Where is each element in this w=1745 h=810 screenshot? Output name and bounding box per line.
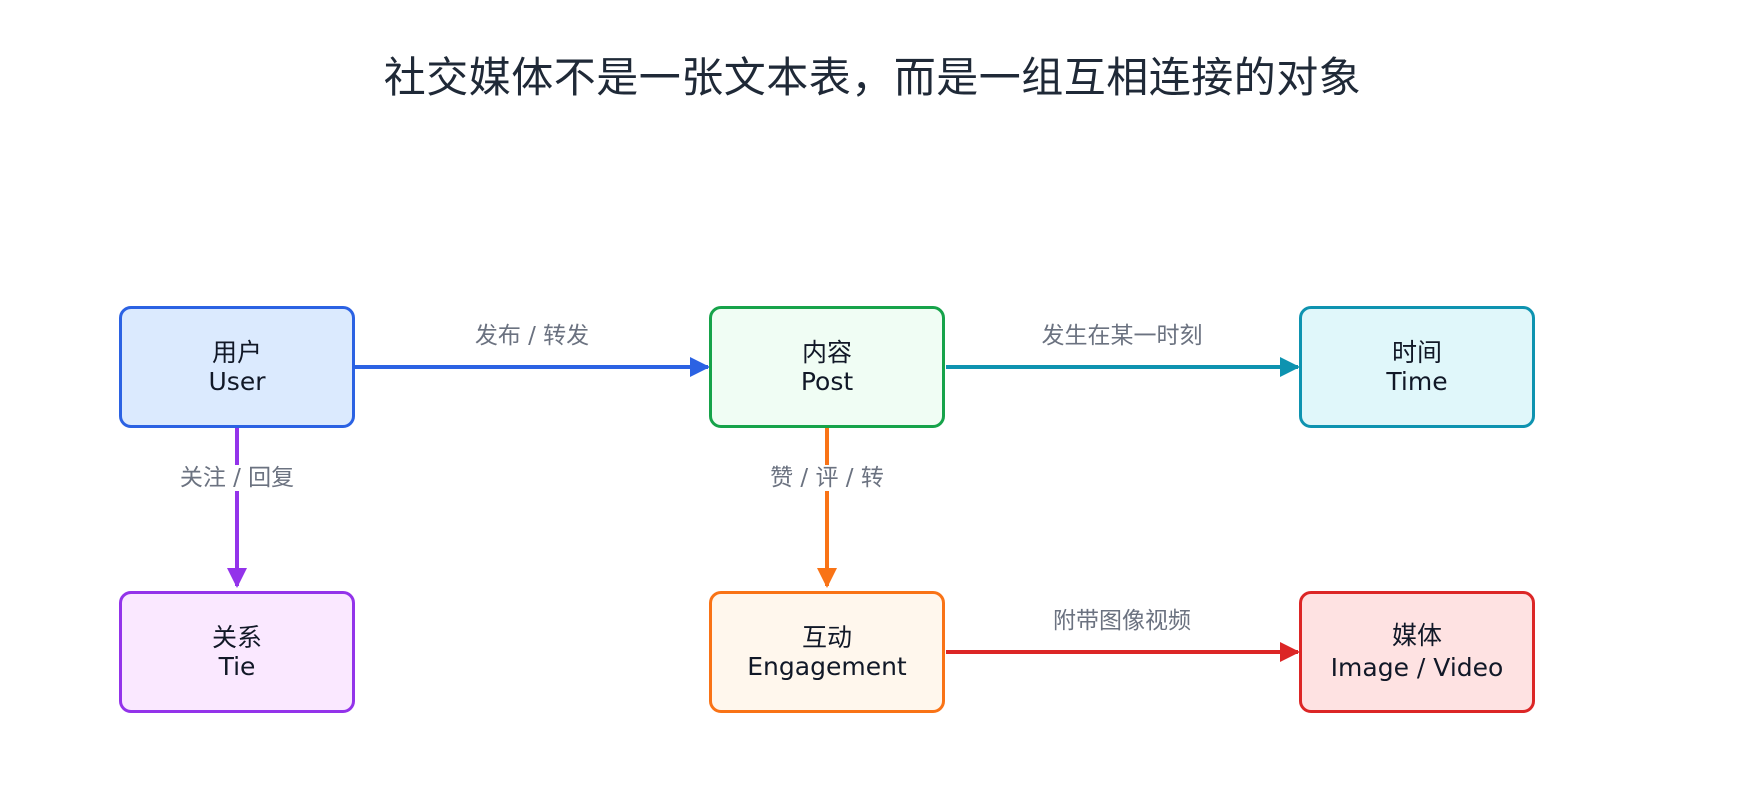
node-time-zh: 时间 xyxy=(1391,338,1442,367)
edge-label-user-tie: 关注 / 回复 xyxy=(177,458,297,492)
node-post-en: Post xyxy=(800,367,854,396)
edge-label-post-engagement-text: 赞 / 评 / 转 xyxy=(768,465,886,491)
node-user-en: User xyxy=(208,367,266,396)
edge-label-user-post: 发布 / 转发 xyxy=(474,323,590,349)
node-engagement-en: Engagement xyxy=(747,652,907,681)
node-engagement: 互动 Engagement xyxy=(709,591,945,713)
edge-label-post-time: 发生在某一时刻 xyxy=(1041,323,1203,349)
node-time-en: Time xyxy=(1386,367,1448,396)
node-post: 内容 Post xyxy=(709,306,945,428)
node-tie-zh: 关系 xyxy=(211,623,262,652)
node-engagement-zh: 互动 xyxy=(801,623,852,652)
edge-label-engagement-media: 附带图像视频 xyxy=(1053,608,1191,634)
edge-label-post-engagement: 赞 / 评 / 转 xyxy=(768,458,886,492)
node-user: 用户 User xyxy=(119,306,355,428)
node-user-zh: 用户 xyxy=(211,338,262,367)
node-tie-en: Tie xyxy=(218,652,256,681)
diagram-title: 社交媒体不是一张文本表，而是一组互相连接的对象 xyxy=(383,53,1362,102)
edge-label-user-tie-text: 关注 / 回复 xyxy=(177,465,297,491)
node-media-en: Image / Video xyxy=(1330,653,1504,682)
node-media-zh: 媒体 xyxy=(1391,621,1442,650)
node-media: 媒体 Image / Video xyxy=(1299,591,1535,713)
node-post-zh: 内容 xyxy=(801,338,852,367)
node-time: 时间 Time xyxy=(1299,306,1535,428)
node-tie: 关系 Tie xyxy=(119,591,355,713)
